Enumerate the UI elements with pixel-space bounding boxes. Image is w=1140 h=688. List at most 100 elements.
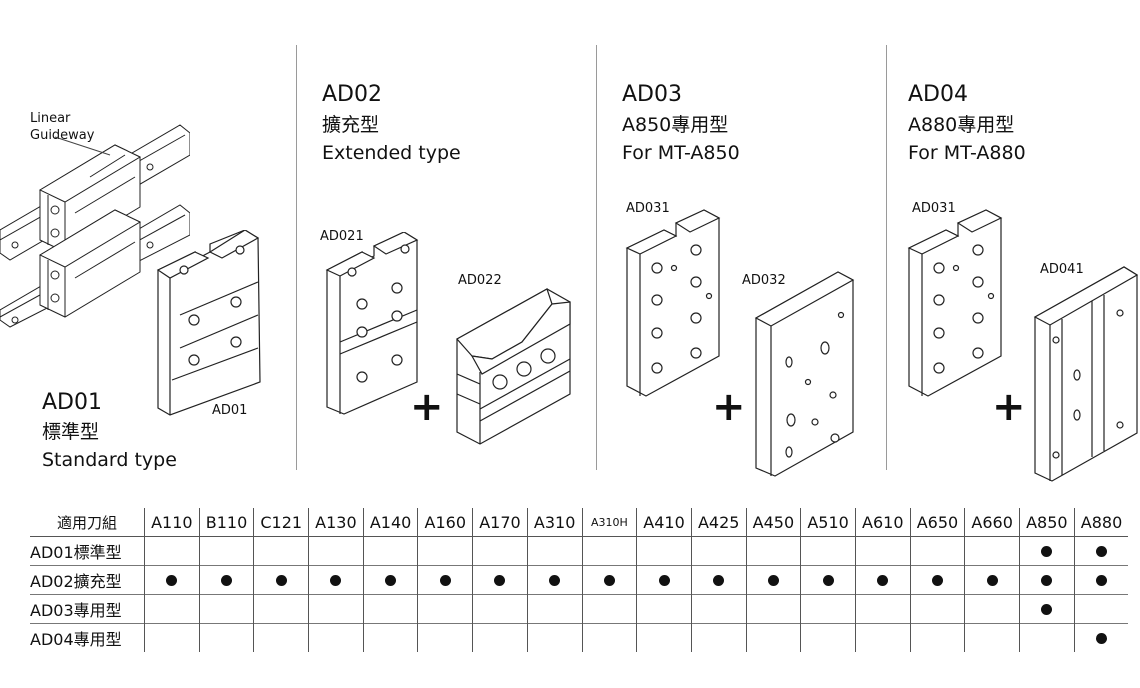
compat-cell [1019,536,1075,566]
compat-cell [800,536,856,566]
compatible-dot-icon [494,575,506,586]
ad01-part-illustration [150,230,270,420]
compatible-dot-icon [1041,575,1053,586]
compat-cell [1019,623,1075,652]
column-header: A850 [1019,508,1075,537]
ad02-name-zh: 擴充型 [322,114,380,136]
compat-cell [964,594,1020,624]
compat-cell [909,565,965,595]
compatible-dot-icon [1041,546,1053,557]
compat-cell [964,565,1020,595]
plus-sign: + [712,384,746,430]
compat-cell [854,565,911,595]
compat-cell [964,623,1020,652]
linear-guideway-callout: Linear Guideway [30,111,95,143]
compat-cell [362,623,418,652]
compat-cell [526,565,582,595]
compat-cell [198,536,254,566]
column-header: A650 [909,508,965,537]
compat-cell [1019,594,1075,624]
compat-cell [745,594,801,624]
table-row: AD04專用型 [30,623,1129,652]
compat-cell [854,536,911,566]
plus-sign: + [992,384,1026,430]
ad021-part-illustration [322,232,422,417]
ad01-name-zh: 標準型 [42,421,100,443]
compat-cell [1019,565,1075,595]
compat-cell [690,623,747,652]
compatible-dot-icon [822,575,834,586]
column-header: A410 [636,508,692,537]
ad03-code: AD03 [622,82,682,107]
compatible-dot-icon [166,575,178,586]
compat-cell [636,594,692,624]
ad031-label: AD031 [912,201,956,216]
compat-cell [198,623,254,652]
table-corner-header: 適用刀組 [56,513,117,532]
compat-cell [964,536,1020,566]
compatible-dot-icon [221,575,233,586]
compat-cell [526,536,582,566]
compatible-dot-icon [275,575,287,586]
compat-cell [253,536,309,566]
ad03-name-en: For MT-A850 [622,142,740,164]
compat-cell [198,565,254,595]
ad01-part-label: AD01 [212,403,248,418]
column-header: A660 [964,508,1020,537]
compat-cell [417,536,473,566]
compat-cell [472,623,528,652]
row-label: AD04專用型 [30,623,145,652]
compatible-dot-icon [1041,604,1053,615]
compat-cell [690,594,747,624]
compat-cell [1073,623,1129,652]
table-row: AD03專用型 [30,594,1129,624]
column-header: A110 [144,508,200,537]
row-label: AD02擴充型 [30,565,145,595]
compat-cell [636,536,692,566]
ad032-part-illustration [753,270,858,480]
compat-cell [800,594,856,624]
ad022-part-illustration [452,284,577,449]
column-header: A130 [308,508,364,537]
compat-cell [690,536,747,566]
compat-cell [253,565,309,595]
compat-cell [308,623,364,652]
compat-cell [909,594,965,624]
compatible-dot-icon [385,575,397,586]
compatible-dot-icon [549,575,561,586]
compat-cell [745,623,801,652]
compat-cell [308,536,364,566]
ad021-label: AD021 [320,229,364,244]
ad031-part-illustration [624,208,724,398]
column-header: A610 [854,508,911,537]
ad01-code: AD01 [42,390,102,415]
compat-cell [581,594,637,624]
plus-sign: + [410,384,444,430]
ad041-label: AD041 [1040,262,1084,277]
compatible-dot-icon [603,575,615,586]
compat-cell [144,623,200,652]
table-row: AD01標準型 [30,536,1129,566]
compat-cell [581,623,637,652]
compat-cell [745,565,801,595]
compat-cell [144,536,200,566]
column-header: C121 [253,508,309,537]
ad031-label: AD031 [626,201,670,216]
compat-cell [472,536,528,566]
compat-cell [909,536,965,566]
compat-cell [144,565,200,595]
compatible-dot-icon [986,575,998,586]
column-header: A510 [800,508,856,537]
ad041-part-illustration [1032,265,1138,485]
compat-cell [800,623,856,652]
ad01-name-en: Standard type [42,449,177,471]
compat-cell [526,623,582,652]
ad04-name-en: For MT-A880 [908,142,1026,164]
panel-divider [596,45,597,470]
ad031-part-illustration [906,208,1006,398]
compat-cell [472,565,528,595]
compat-cell [909,623,965,652]
column-header: B110 [198,508,254,537]
ad03-name-zh: A850專用型 [622,114,729,136]
